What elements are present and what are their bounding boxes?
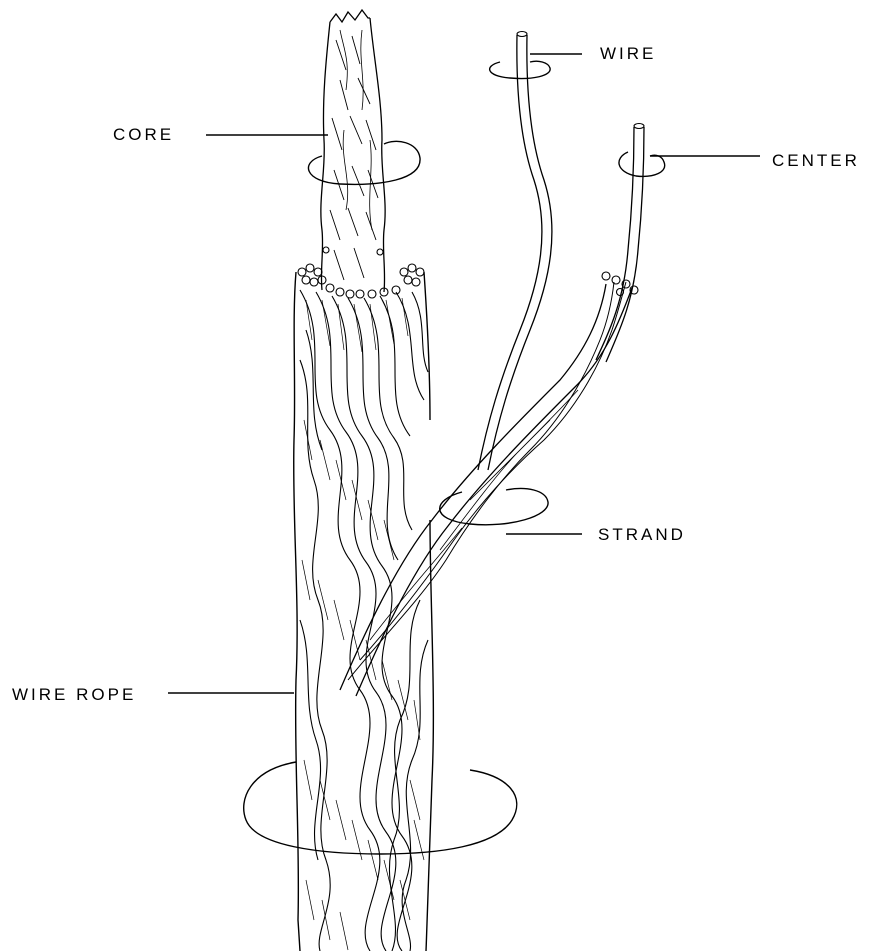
core-fiber: [321, 10, 385, 292]
wire-rope-callout-ring: [244, 762, 517, 854]
center-label: CENTER: [772, 152, 860, 169]
core-label: CORE: [113, 126, 174, 143]
strand-label: STRAND: [598, 526, 686, 543]
rope-body: [294, 247, 434, 951]
wire-rope-label: WIRE ROPE: [12, 686, 136, 703]
wire-label: WIRE: [600, 45, 656, 62]
strand: [340, 272, 638, 696]
wire-callout-ring: [490, 61, 550, 78]
core-callout-ring: [308, 141, 420, 184]
single-wire: [478, 32, 552, 471]
strand-callout-ring: [440, 489, 548, 525]
